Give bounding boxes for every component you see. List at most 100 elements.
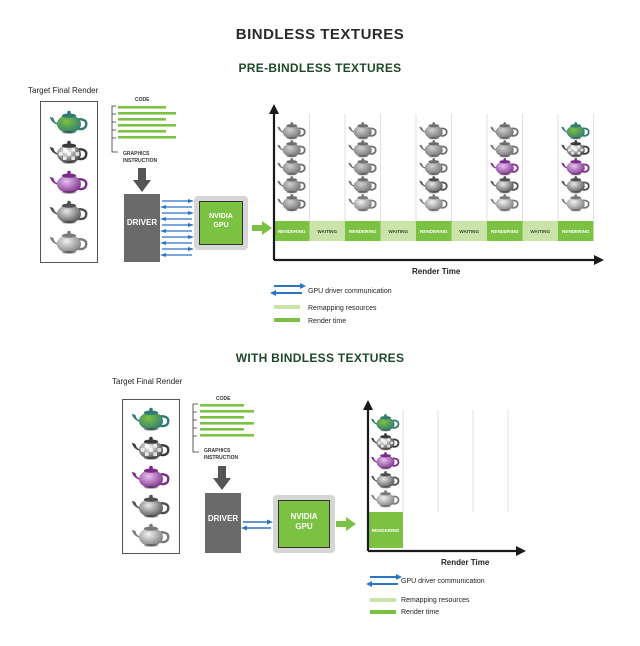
post-legend-render: Render time <box>401 609 440 616</box>
teapot-icon <box>371 452 400 470</box>
pre-driver-label: DRIVER <box>126 218 158 227</box>
post-gpu-label: NVIDIA GPU <box>290 512 318 531</box>
pre-gpu-label: NVIDIA GPU <box>209 213 233 229</box>
timeline-bar-label: RENDERING <box>562 229 590 234</box>
teapot-icon <box>490 194 519 212</box>
pre-bindless-heading: PRE-BINDLESS TEXTURES <box>238 61 402 75</box>
pre-target-render-panel <box>40 101 98 263</box>
teapot-icon <box>277 176 306 194</box>
rendering-bar <box>416 221 452 241</box>
teapot-icon <box>49 170 88 194</box>
code-line <box>118 106 166 109</box>
teapot-icon <box>49 140 88 164</box>
teapot-icon <box>277 140 306 158</box>
teapot-icon <box>371 414 400 432</box>
post-legend-comm: GPU driver communication <box>401 578 485 585</box>
teapot-icon <box>131 494 170 518</box>
pre-graphics-instruction-label: GRAPHICS INSTRUCTION <box>123 151 158 164</box>
waiting-bar <box>522 221 558 241</box>
timeline-bar-label: RENDERING <box>278 229 306 234</box>
post-target-render-label: Target Final Render <box>112 377 183 386</box>
remap-swatch <box>370 598 396 602</box>
post-gpu-box-frame: NVIDIA GPU <box>273 495 335 553</box>
y-axis-arrow <box>269 104 279 114</box>
pre-render-timeline: RENDERING WAITING RENDERING WAITING RENDERIN… <box>269 104 604 265</box>
timeline-bar-label: WAITING <box>459 229 479 234</box>
pre-driver-box: DRIVER <box>124 194 160 262</box>
code-line <box>118 112 176 115</box>
code-line <box>118 130 166 133</box>
teapot-icon <box>49 110 88 134</box>
pre-legend-render: Render time <box>308 318 347 325</box>
blue-arrow-icon <box>366 574 402 587</box>
code-line <box>200 410 254 413</box>
render-swatch <box>274 318 300 322</box>
rendering-bar <box>558 221 594 241</box>
rendering-bar <box>274 221 310 241</box>
remap-swatch <box>274 305 300 309</box>
post-gpu-box: NVIDIA GPU <box>278 500 330 548</box>
teapot-icon <box>371 433 400 451</box>
pre-legend-remap: Remapping resources <box>308 305 377 312</box>
code-line <box>200 404 244 407</box>
teapot-icon <box>348 194 377 212</box>
teapot-icon <box>419 176 448 194</box>
teapot-icon <box>490 176 519 194</box>
post-driver-label: DRIVER <box>207 514 239 523</box>
teapot-icon <box>490 158 519 176</box>
code-line <box>118 118 166 121</box>
pre-teapot-column <box>49 110 88 254</box>
waiting-bar <box>380 221 416 241</box>
timeline-bar-label: RENDERING <box>420 229 448 234</box>
teapot-icon <box>419 194 448 212</box>
teapot-icon <box>277 194 306 212</box>
post-render-timeline: RENDERING <box>363 400 526 556</box>
timeline-bar-label: WAITING <box>388 229 408 234</box>
teapot-icon <box>490 140 519 158</box>
post-render-time-label: Render Time <box>441 558 490 567</box>
rendering-bar <box>368 512 403 548</box>
teapot-icon <box>371 490 400 508</box>
pre-down-arrow-icon <box>133 168 151 192</box>
teapot-icon <box>561 194 590 212</box>
code-line <box>200 434 254 437</box>
rendering-bar <box>345 221 381 241</box>
teapot-icon <box>131 523 170 547</box>
pre-legend-comm: GPU driver communication <box>308 288 392 295</box>
timeline-bar-label: RENDERING <box>372 528 400 533</box>
pre-output-arrow-icon <box>252 221 272 235</box>
code-line <box>118 136 176 139</box>
rendering-bar <box>487 221 523 241</box>
render-swatch <box>370 610 396 614</box>
post-graphics-instruction-label: GRAPHICS INSTRUCTION <box>204 448 239 461</box>
post-down-arrow-icon <box>213 466 231 490</box>
timeline-bar-label: RENDERING <box>349 229 377 234</box>
teapot-icon <box>490 122 519 140</box>
x-axis-arrow <box>594 255 604 265</box>
timeline-bar-label: WAITING <box>317 229 337 234</box>
post-code-diagram <box>192 403 254 453</box>
blue-arrow-icon <box>270 283 306 296</box>
code-line <box>200 422 254 425</box>
pre-code-label: CODE <box>135 97 150 103</box>
teapot-icon <box>131 407 170 431</box>
pre-target-render-label: Target Final Render <box>28 86 99 95</box>
teapot-icon <box>419 122 448 140</box>
teapot-icon <box>131 436 170 460</box>
pre-gpu-box-frame: NVIDIA GPU <box>194 196 248 250</box>
waiting-bar <box>309 221 345 241</box>
teapot-icon <box>419 158 448 176</box>
with-bindless-heading: WITH BINDLESS TEXTURES <box>235 351 405 365</box>
teapot-icon <box>348 140 377 158</box>
post-code-label: CODE <box>216 396 231 402</box>
waiting-bar <box>451 221 487 241</box>
teapot-icon <box>371 471 400 489</box>
teapot-icon <box>419 140 448 158</box>
pre-gpu-driver-communication-arrows <box>160 199 194 257</box>
post-gpu-driver-communication-arrows <box>241 519 273 531</box>
teapot-icon <box>348 176 377 194</box>
y-axis-arrow <box>363 400 373 410</box>
pre-code-diagram <box>111 105 176 153</box>
pre-render-time-label: Render Time <box>412 267 461 276</box>
post-legend-swatches <box>366 574 402 614</box>
